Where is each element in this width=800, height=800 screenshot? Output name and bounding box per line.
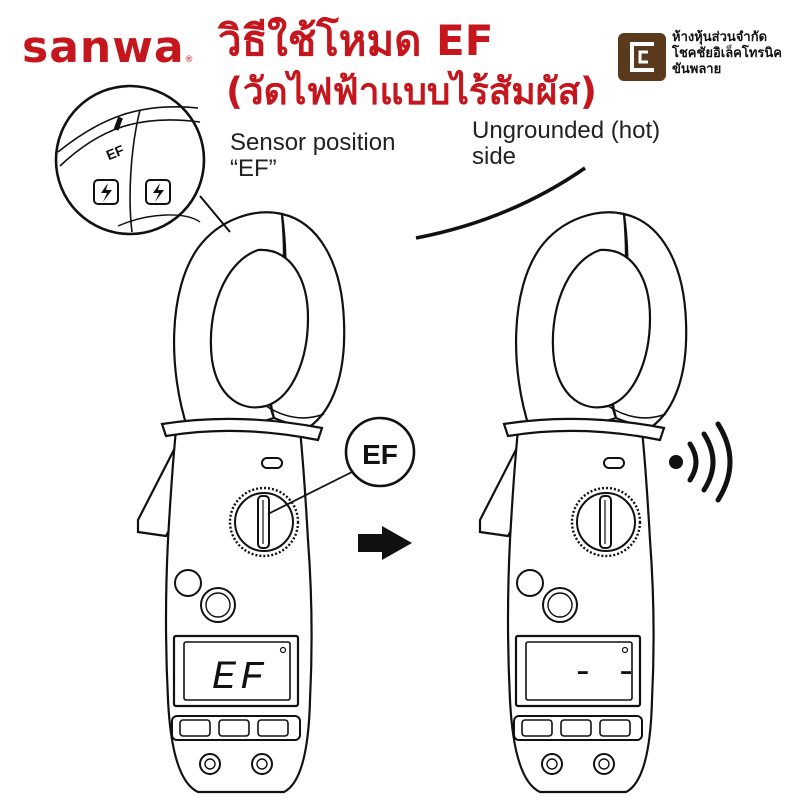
ungrounded-label-line: Ungrounded (hot) xyxy=(472,117,661,144)
sensor-marker xyxy=(113,116,123,131)
hot-wire xyxy=(415,166,587,240)
left-lcd-readout: EF xyxy=(212,656,268,701)
ungrounded-label-line: side xyxy=(472,143,517,170)
clamp-meter-right: - - xyxy=(478,211,688,794)
inset-ef-label: EF xyxy=(104,141,127,163)
sensor-label-line: “EF” xyxy=(230,155,277,182)
registered-mark: ® xyxy=(184,55,194,65)
right-lcd-readout: - - xyxy=(572,652,637,693)
dealer-logo xyxy=(618,33,666,81)
sensor-inset: EF xyxy=(54,84,231,236)
dealer-line: ห้างหุ้นส่วนจำกัด xyxy=(672,30,768,45)
sensor-label-line: Sensor position xyxy=(230,129,396,156)
ungrounded-side-label: Ungrounded (hot) side xyxy=(472,118,660,170)
callout-ef-label: EF xyxy=(362,439,398,470)
high-voltage-icon xyxy=(145,179,171,205)
page-subtitle: (วัดไฟฟ้าแบบไร้สัมผัส) xyxy=(226,70,597,113)
dealer-name: ห้างหุ้นส่วนจำกัด โชคชัยอิเล็คโทรนิค ขัน… xyxy=(672,30,796,78)
dealer-line: โชคชัยอิเล็คโทรนิค xyxy=(672,46,782,61)
sanwa-logo: sanwa® xyxy=(22,26,202,70)
high-voltage-icon xyxy=(93,179,119,205)
dealer-line: ขันพลาย xyxy=(672,62,722,77)
sound-waves-icon xyxy=(669,421,733,503)
clamp-meter-left: EF xyxy=(136,211,346,794)
ef-dial-callout: EF xyxy=(267,416,416,515)
sensor-position-label: Sensor position “EF” xyxy=(230,130,395,182)
right-arrow-icon xyxy=(358,526,412,560)
brand-name: sanwa xyxy=(22,22,185,73)
page-title: วิธีใช้โหมด EF xyxy=(218,16,494,65)
